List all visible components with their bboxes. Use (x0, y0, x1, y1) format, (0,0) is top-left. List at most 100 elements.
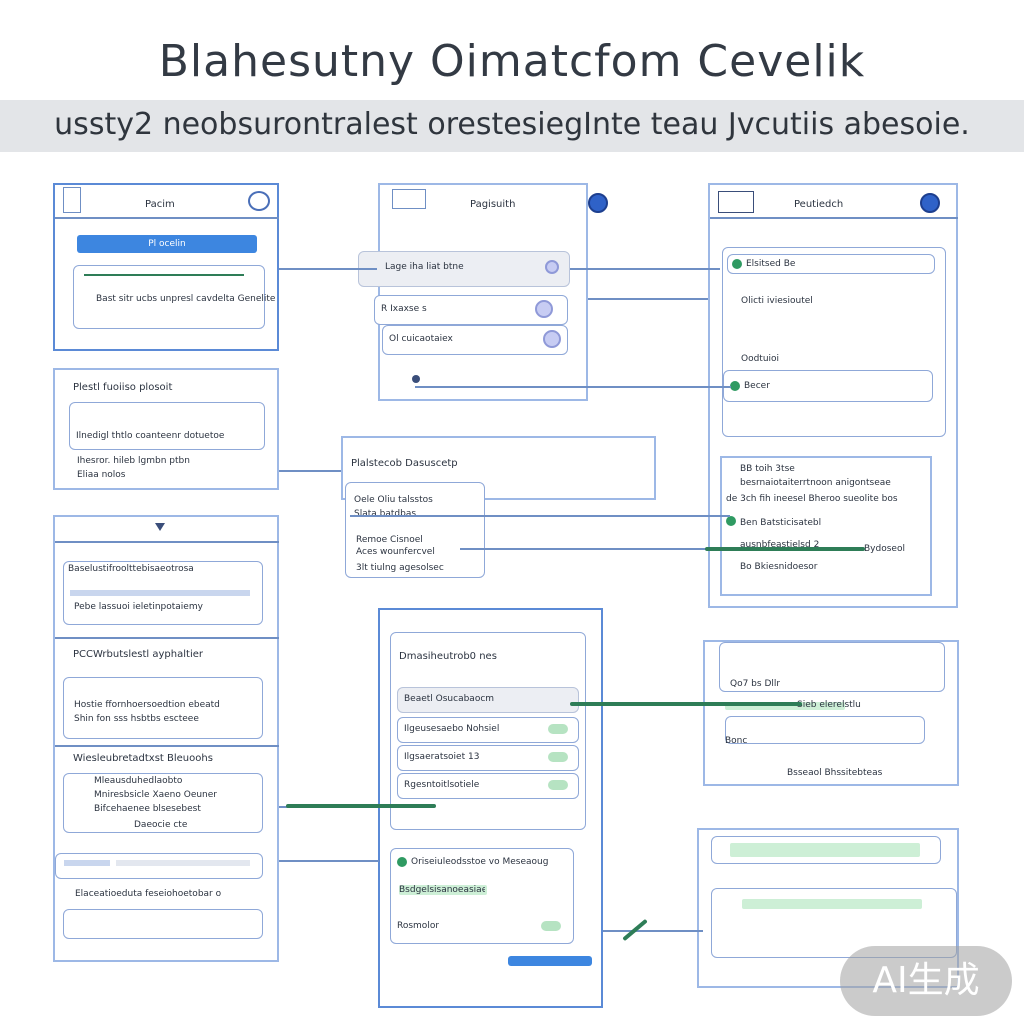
row-circle-icon[interactable] (535, 300, 553, 318)
row-text: Eliaa nolos (77, 470, 126, 480)
section-card: Mleausduhedlaobto Mniresbsicle Xaeno Oeu… (63, 773, 263, 833)
divider (55, 217, 279, 219)
page-title: Blahesutny Oimatcfom Cevelik (158, 36, 866, 87)
panel-row: Ilnedigl thtlo coanteenr dotuetoe (69, 402, 265, 450)
list-row[interactable]: Ilgsaeratsoiet 13 (397, 745, 579, 771)
list-row[interactable]: Lage iha liat btne (358, 251, 570, 287)
panel-icon (718, 191, 754, 213)
row-text: de 3ch fih ineesel Bheroo sueolite bos (726, 494, 898, 504)
panel-icon (63, 187, 81, 213)
row-text: besrnaiotaiterrtnoon anigontseae (740, 478, 891, 488)
row-circle-icon[interactable] (545, 260, 559, 274)
section-text: Hostie ffornhoersoedtion ebeatd (74, 700, 220, 710)
bottom-button[interactable] (508, 956, 592, 966)
section-header: Dmasiheutrob0 nes (399, 651, 497, 662)
toggle-icon[interactable] (248, 191, 270, 211)
divider (55, 745, 279, 747)
panel-header: Plestl fuoiiso plosoit (73, 382, 173, 393)
row-text: Beaetl Osucabaocm (404, 694, 495, 704)
row-text: Bsdgelsisanoeasiaes (399, 885, 485, 895)
section-header: Elaceatioeduta feseiohoetobar o (75, 889, 222, 899)
connector-line (415, 386, 731, 388)
connector-line (350, 515, 730, 517)
divider (55, 637, 279, 639)
row-text: Bonc (725, 736, 748, 746)
connector-line (460, 548, 708, 550)
row-text: 3lt tiulng agesolsec (356, 563, 444, 573)
list-row[interactable]: Rgesntoitlsotiele (397, 773, 579, 799)
section-text: Mniresbsicle Xaeno Oeuner (94, 790, 218, 800)
list-row[interactable]: Elsitsed Be (727, 254, 935, 274)
panel-header: Peutiedch (794, 199, 844, 210)
green-connector (286, 804, 436, 808)
row-text: Oriseiuleodsstoe vo Meseaoug (411, 857, 549, 867)
section-text: Pebe lassuoi ieletinpotaiemy (74, 602, 203, 612)
section-text: Bifcehaenee blsesebest (94, 804, 201, 814)
panel-center-card: Oele Oliu talsstos Slata batdbas Remoe C… (345, 482, 485, 578)
progress-bar (399, 885, 487, 895)
section-card: Qo7 bs Dllr (719, 642, 945, 692)
panel-left-top: Pacim Pl ocelin Bast sitr ucbs unpresl c… (53, 183, 279, 351)
row-text: Aces wounfercvel (356, 547, 435, 557)
connector-line (279, 860, 379, 862)
row-text: Becer (744, 381, 770, 391)
row-text: Bo Bkiesnidoesor (740, 562, 818, 572)
row-text: Lage iha liat btne (385, 262, 464, 272)
card-rule (84, 274, 244, 276)
list-row[interactable]: Beaetl Osucabaocm (397, 687, 579, 713)
progress-bar (70, 590, 250, 596)
row-text: Bsseaol Bhssitebteas (787, 768, 883, 778)
row-text: Ilgeusesaebo Nohsiel (404, 724, 500, 734)
toggle-icon[interactable] (920, 193, 940, 213)
row-text: Oele Oliu talsstos (354, 495, 433, 505)
row-text: Ilnedigl thtlo coanteenr dotuetoe (76, 431, 225, 441)
row-text: Rgesntoitlsotiele (404, 780, 480, 790)
primary-button[interactable]: Pl ocelin (77, 235, 257, 253)
connector-line (570, 268, 720, 270)
row-text: BB toih 3tse (740, 464, 795, 474)
panel-center-bottom: Dmasiheutrob0 nes Beaetl Osucabaocm Ilge… (378, 608, 603, 1008)
ai-watermark: AI生成 (840, 946, 1012, 1016)
progress-bar (742, 899, 922, 909)
row-text: Ilgsaeratsoiet 13 (404, 752, 480, 762)
text-card: Bast sitr ucbs unpresl cavdelta Genelite (73, 265, 275, 329)
progress-bar (116, 860, 250, 866)
row-text: Rosmolor (397, 921, 440, 931)
row-text: Sieb elerelstlu (797, 700, 861, 710)
page-subtitle: ussty2 neobsurontralest orestesiegInte t… (54, 107, 970, 142)
panel-icon (392, 189, 426, 209)
section-card (725, 716, 925, 744)
row-circle-icon[interactable] (543, 330, 561, 348)
section-text: Daeocie cte (134, 820, 188, 830)
row-text: Oodtuioi (741, 354, 780, 364)
toggle-switch[interactable] (548, 752, 568, 762)
pin-icon (412, 375, 420, 383)
toggle-icon[interactable] (588, 193, 608, 213)
panel-right-lower: Qo7 bs Dllr Sieb elerelstlu Bonc Bsseaol… (703, 640, 959, 786)
status-dot (397, 857, 407, 867)
list-row[interactable]: Becer (723, 370, 933, 402)
progress-bar (730, 843, 920, 857)
list-row[interactable]: R Ixaxse s (374, 295, 568, 325)
status-dot (726, 516, 736, 526)
list-row[interactable]: Ol cuicaotaiex (382, 325, 568, 355)
toggle-switch[interactable] (548, 724, 568, 734)
row-text: Qo7 bs Dllr (730, 679, 781, 689)
list-row[interactable]: Ilgeusesaebo Nohsiel (397, 717, 579, 743)
section-card: Hostie ffornhoersoedtion ebeatd Shin fon… (63, 677, 263, 739)
toggle-switch[interactable] (548, 780, 568, 790)
toggle-switch[interactable] (541, 921, 561, 931)
row-text: Ben Batsticisatebl (740, 518, 822, 528)
section-text: Mleausduhedlaobto (94, 776, 183, 786)
row-text: R Ixaxse s (381, 304, 427, 314)
section-card (55, 853, 263, 879)
connector-line (279, 470, 341, 472)
row-text: Olicti iviesioutel (741, 296, 813, 306)
panel-center-top: Pagisuith Lage iha liat btne R Ixaxse s … (358, 183, 608, 401)
row-text: Slata batdbas (354, 509, 417, 519)
connector-line (279, 268, 377, 270)
row-text: ausnbfeastielsd 2 (740, 540, 820, 550)
section-card (711, 836, 941, 864)
section-card: Elsitsed Be Olicti iviesioutel Oodtuioi … (722, 247, 946, 437)
row-tag: Bydoseol (864, 544, 905, 554)
